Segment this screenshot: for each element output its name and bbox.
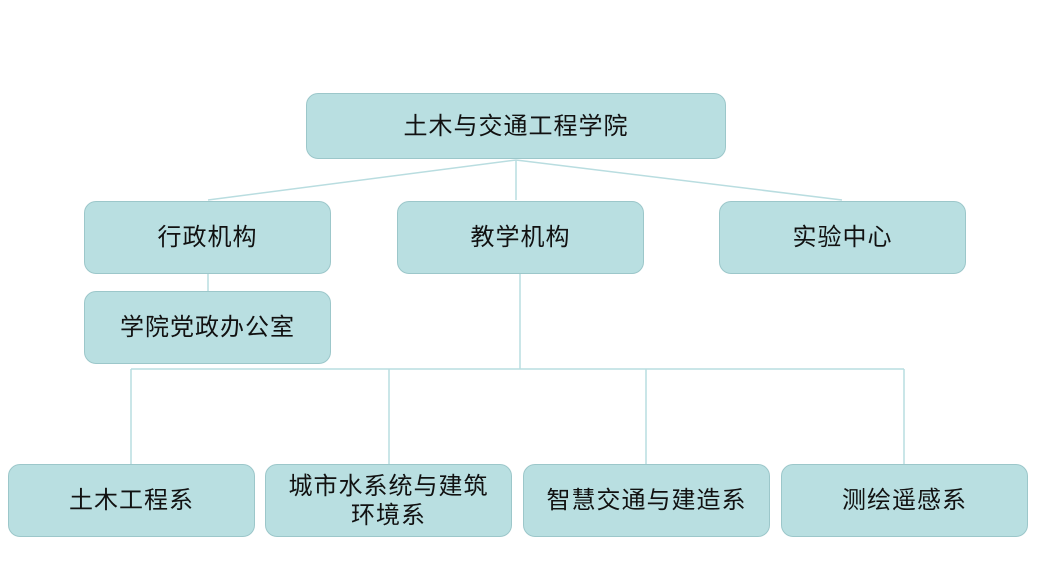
department-node-traffic: 智慧交通与建造系 — [523, 464, 770, 537]
department-node-survey: 测绘遥感系 — [781, 464, 1028, 537]
branch-node-teaching: 教学机构 — [397, 201, 644, 274]
connector-root-admin — [207, 159, 517, 201]
branch-node-admin: 行政机构 — [84, 201, 331, 274]
admin-child-node-office: 学院党政办公室 — [84, 291, 331, 364]
root-node: 土木与交通工程学院 — [306, 93, 726, 159]
connector-root-lab — [515, 159, 843, 201]
department-node-civil: 土木工程系 — [8, 464, 255, 537]
department-node-water: 城市水系统与建筑环境系 — [265, 464, 512, 537]
branch-node-lab: 实验中心 — [719, 201, 966, 274]
